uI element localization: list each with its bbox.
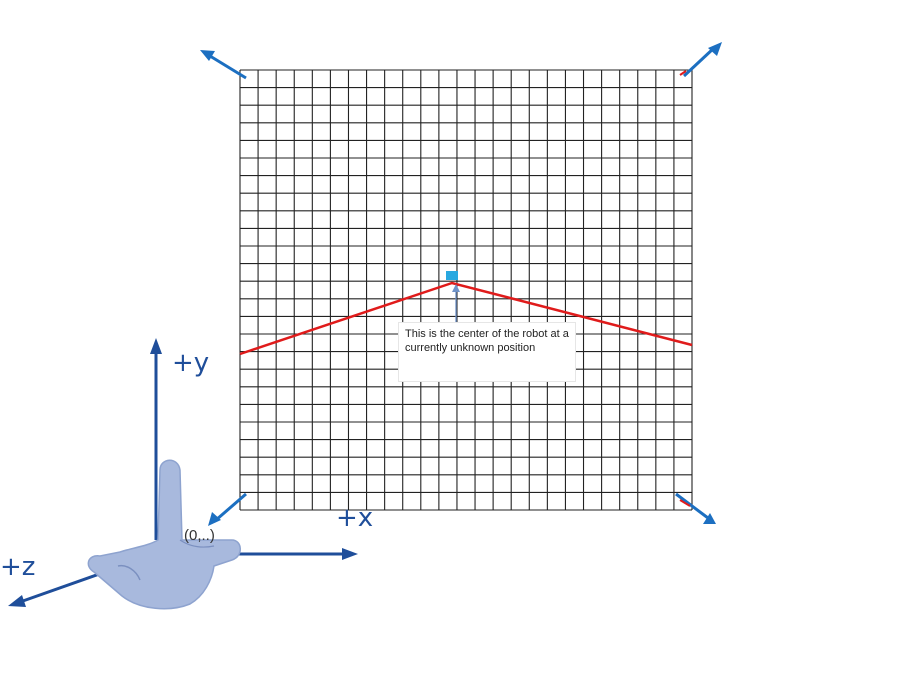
corner-arrow-bottom-left [208,492,247,526]
y-axis [150,338,162,540]
grid [239,69,693,511]
callout-pointer-head [452,284,460,292]
callout-text: This is the center of the robot at a cur… [405,328,569,354]
corner-arrow-bottom-right [675,492,716,524]
corner-arrow-top-right [679,42,722,78]
triangulation-lines [239,281,693,356]
y-axis-label: +y [172,348,210,378]
z-axis-label: +z [0,552,36,582]
x-axis-label: +x [336,503,374,533]
corner-arrow-top-left [200,50,247,80]
origin-label: (0,..) [184,527,215,544]
right-hand-rule-icon [87,459,241,610]
robot-center-callout: This is the center of the robot at a cur… [398,322,576,382]
robot-center-icon [446,271,458,280]
